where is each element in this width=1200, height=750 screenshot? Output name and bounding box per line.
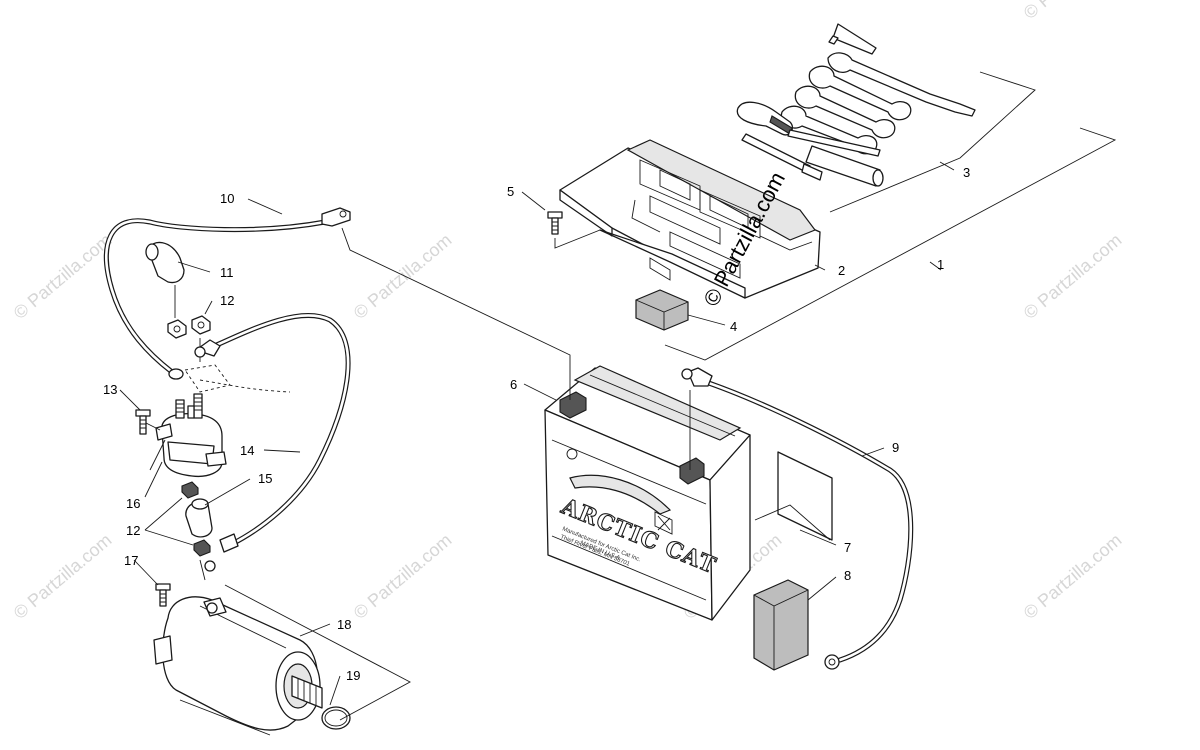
battery: ARCTIC CAT Manufactured for Arctic Cat I… <box>544 365 751 621</box>
callout-19: 19 <box>346 668 360 683</box>
solenoid-screw <box>135 409 151 435</box>
callout-7: 7 <box>844 540 851 555</box>
wrench <box>808 65 912 121</box>
leader-lines <box>119 161 955 706</box>
driver-bit <box>741 133 811 173</box>
terminal-boot <box>185 501 213 538</box>
watermark: © Partzilla.com <box>350 530 456 623</box>
starter-solenoid <box>155 393 227 478</box>
positive-cable <box>681 367 914 670</box>
o-ring <box>321 706 351 730</box>
watermark: © Partzilla.com <box>10 530 116 623</box>
callout-8: 8 <box>844 568 851 583</box>
callout-11: 11 <box>220 265 234 280</box>
callout-12: 12 <box>220 293 234 308</box>
callout-9: 9 <box>892 440 899 455</box>
callout-18: 18 <box>337 617 351 632</box>
watermark: © Partzilla.com <box>1020 0 1126 23</box>
tool-tray <box>547 139 821 331</box>
nut <box>181 481 199 499</box>
wrench <box>780 105 878 155</box>
nut <box>193 539 211 557</box>
callout-10: 10 <box>220 191 234 206</box>
battery-terminal-positive <box>679 457 705 485</box>
starter-motor <box>153 596 323 736</box>
tool-kit <box>736 23 1036 213</box>
starter-cable <box>194 313 351 572</box>
watermark: © Partzilla.com <box>350 230 456 323</box>
callout-15: 15 <box>258 471 272 486</box>
callout-3: 3 <box>963 165 970 180</box>
callout-5: 5 <box>507 184 514 199</box>
foam-block <box>753 579 809 671</box>
battery-label-sticker <box>777 451 833 541</box>
battery-cable <box>103 207 351 380</box>
callout-1: 1 <box>937 257 944 272</box>
allen-key <box>832 23 877 55</box>
callout-2: 2 <box>838 263 845 278</box>
wrench <box>827 52 976 117</box>
watermark: © Partzilla.com <box>1020 530 1126 623</box>
callout-13: 13 <box>103 382 117 397</box>
battery-terminal-negative <box>559 391 587 419</box>
callout-16: 16 <box>126 496 140 511</box>
watermark: © Partzilla.com <box>10 230 116 323</box>
callout-17: 17 <box>124 553 138 568</box>
callouts: 1 2 3 4 5 6 7 8 9 10 11 12 13 14 15 16 1… <box>103 165 970 683</box>
watermark: © Partzilla.com <box>1020 230 1126 323</box>
starter-screw <box>155 583 171 607</box>
callout-12: 12 <box>126 523 140 538</box>
callout-14: 14 <box>240 443 254 458</box>
nut <box>167 315 211 362</box>
foam-pad <box>635 289 689 331</box>
tray-screw <box>547 211 563 219</box>
wrench <box>794 85 896 139</box>
callout-4: 4 <box>730 319 737 334</box>
callout-6: 6 <box>510 377 517 392</box>
